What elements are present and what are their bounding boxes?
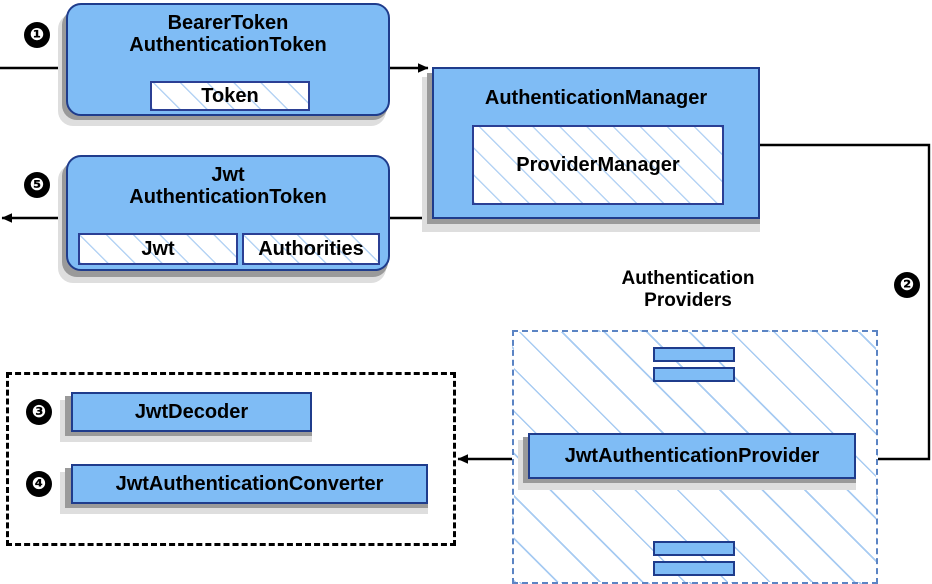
node-jwt-token-title: Jwt AuthenticationToken: [129, 164, 327, 209]
slot-provider-manager: ProviderManager: [472, 125, 724, 205]
badge-step-2: ❷: [894, 272, 920, 298]
provider-placeholder-bar-bottom-1: [653, 541, 735, 556]
node-bearer-token-authentication-token[interactable]: BearerToken AuthenticationToken Token: [66, 3, 390, 116]
node-authentication-manager-title: AuthenticationManager: [484, 87, 708, 109]
node-authentication-manager[interactable]: AuthenticationManager ProviderManager: [432, 67, 760, 219]
badge-step-3: ❸: [26, 399, 52, 425]
node-jwt-authentication-provider[interactable]: JwtAuthenticationProvider: [528, 433, 856, 479]
node-jwt-authentication-converter[interactable]: JwtAuthenticationConverter: [71, 464, 428, 504]
provider-placeholder-bar-top-1: [653, 347, 735, 362]
provider-placeholder-bar-top-2: [653, 367, 735, 382]
node-jwt-authentication-provider-title: JwtAuthenticationProvider: [564, 444, 820, 467]
slot-jwt: Jwt: [78, 233, 238, 265]
node-jwt-decoder[interactable]: JwtDecoder: [71, 392, 312, 432]
node-jwt-decoder-title: JwtDecoder: [134, 400, 249, 423]
provider-placeholder-bar-bottom-2: [653, 561, 735, 576]
node-jwt-authentication-token[interactable]: Jwt AuthenticationToken Jwt Authorities: [66, 155, 390, 271]
slot-authorities: Authorities: [242, 233, 380, 265]
node-jwt-authentication-converter-title: JwtAuthenticationConverter: [115, 472, 384, 495]
node-bearer-token-title: BearerToken AuthenticationToken: [129, 12, 327, 57]
badge-step-5: ❺: [24, 172, 50, 198]
badge-step-4: ❹: [26, 471, 52, 497]
slot-token: Token: [150, 81, 310, 111]
badge-step-1: ❶: [24, 22, 50, 48]
authentication-providers-label: Authentication Providers: [621, 268, 755, 311]
